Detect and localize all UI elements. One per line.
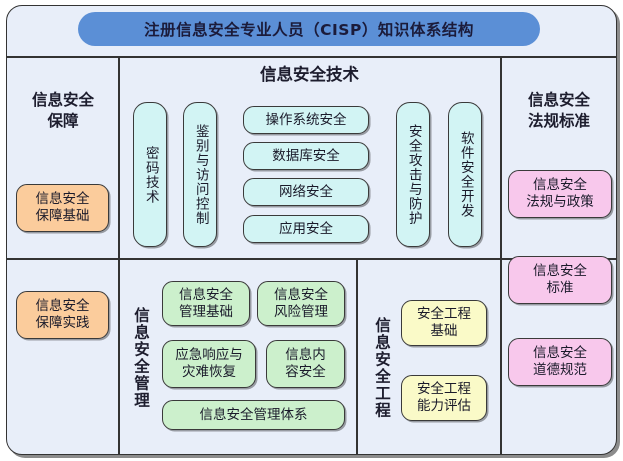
node-application-security[interactable]: 应用安全 bbox=[243, 215, 369, 243]
node-cryptography-technology[interactable]: 密码技术 bbox=[133, 102, 167, 247]
node-security-engineering-foundation[interactable]: 安全工程 基础 bbox=[401, 300, 487, 346]
node-network-security[interactable]: 网络安全 bbox=[243, 178, 369, 206]
node-information-content-security[interactable]: 信息内 容安全 bbox=[266, 340, 345, 388]
node-management-system[interactable]: 信息安全管理体系 bbox=[162, 400, 345, 430]
node-security-standards[interactable]: 信息安全 标准 bbox=[508, 256, 612, 304]
pane-title-regulation: 信息安全 法规标准 bbox=[527, 91, 590, 130]
divider-below-title bbox=[7, 56, 616, 58]
diagram-title: 注册信息安全专业人员（CISP）知识体系结构 bbox=[78, 12, 540, 46]
pane-title-management: 信息安全管理 bbox=[132, 307, 150, 409]
divider-regulation-left bbox=[500, 56, 502, 454]
divider-assurance-middle bbox=[7, 258, 119, 260]
node-emergency-response-disaster-recovery[interactable]: 应急响应与 灾难恢复 bbox=[162, 340, 256, 388]
node-identification-access-control[interactable]: 鉴别与访问控制 bbox=[183, 102, 217, 247]
node-operating-system-security[interactable]: 操作系统安全 bbox=[243, 106, 369, 134]
node-security-attack-defense[interactable]: 安全攻击与防护 bbox=[396, 102, 430, 247]
node-management-foundation[interactable]: 信息安全 管理基础 bbox=[162, 281, 250, 326]
divider-assurance-right bbox=[118, 56, 120, 454]
node-software-security-development[interactable]: 软件安全开发 bbox=[448, 102, 482, 247]
pane-title-engineering: 信息安全工程 bbox=[373, 317, 391, 419]
node-database-security[interactable]: 数据库安全 bbox=[243, 142, 369, 170]
node-security-engineering-capability-assessment[interactable]: 安全工程 能力评估 bbox=[401, 375, 487, 421]
pane-title-assurance: 信息安全 保障 bbox=[31, 91, 94, 130]
divider-management-engineering bbox=[356, 258, 358, 454]
node-assurance-foundation[interactable]: 信息安全 保障基础 bbox=[16, 184, 109, 232]
pane-title-technology: 信息安全技术 bbox=[260, 65, 359, 84]
node-ethics-code[interactable]: 信息安全 道德规范 bbox=[508, 338, 612, 386]
node-assurance-practice[interactable]: 信息安全 保障实践 bbox=[16, 291, 109, 339]
node-risk-management[interactable]: 信息安全 风险管理 bbox=[257, 281, 345, 326]
node-laws-and-policies[interactable]: 信息安全 法规与政策 bbox=[508, 170, 612, 218]
divider-technology-bottom bbox=[118, 258, 501, 260]
